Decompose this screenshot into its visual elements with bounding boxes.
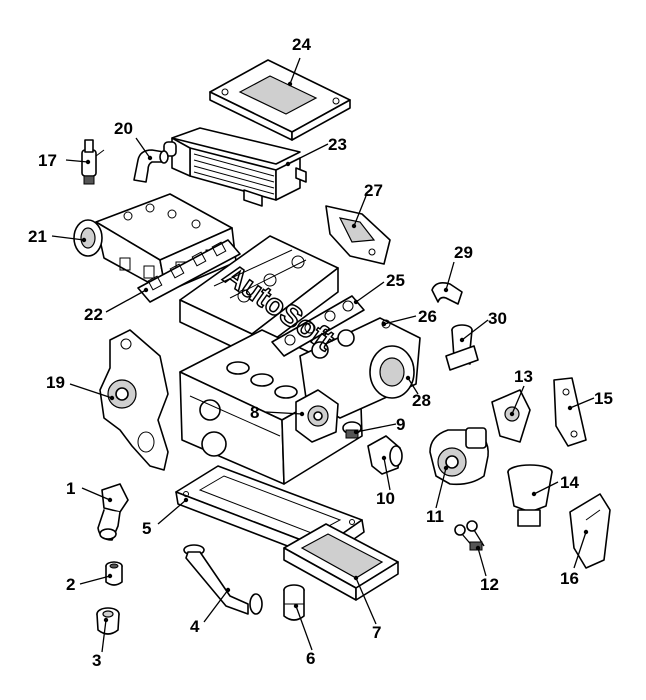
leader-2 <box>79 575 111 585</box>
part-12-fittings <box>454 520 485 551</box>
callout-27: 27 <box>364 181 383 200</box>
leader-9 <box>355 423 397 433</box>
callout-10: 10 <box>376 489 395 508</box>
leader-6 <box>295 605 313 651</box>
leader-24 <box>289 57 301 85</box>
leader-26 <box>383 315 417 325</box>
leader-5 <box>157 499 187 525</box>
part-8-water-pump <box>295 389 339 443</box>
leader-19 <box>69 383 113 399</box>
callout-1: 1 <box>66 479 75 498</box>
leader-4 <box>203 589 229 623</box>
callout-21: 21 <box>28 227 47 246</box>
part-26-exhaust-manifold <box>299 317 421 419</box>
callout-6: 6 <box>306 649 315 668</box>
callout-12: 12 <box>480 575 499 594</box>
part-2-bushing <box>105 561 123 586</box>
part-6-sensor <box>283 584 305 621</box>
part-15-heat-plate <box>553 377 587 447</box>
callout-3: 3 <box>92 651 101 670</box>
leader-23 <box>287 143 329 165</box>
callout-7: 7 <box>372 623 381 642</box>
leader-20 <box>135 137 151 159</box>
callout-16: 16 <box>560 569 579 588</box>
part-19-timing-cover <box>99 329 169 471</box>
part-25-exhaust-gasket <box>271 295 365 357</box>
callout-15: 15 <box>594 389 613 408</box>
leader-22 <box>105 289 147 313</box>
part-13-bracket <box>491 389 531 443</box>
callout-26: 26 <box>418 307 437 326</box>
leader-1 <box>81 487 111 501</box>
callout-23: 23 <box>328 135 347 154</box>
callout-19: 19 <box>46 373 65 392</box>
part-30-pipe <box>445 324 479 371</box>
part-23-intercooler <box>163 127 307 207</box>
part-7-tray <box>283 523 399 601</box>
callout-29: 29 <box>454 243 473 262</box>
part-27-heat-shield <box>325 205 391 265</box>
part-14-filter-housing <box>507 464 553 527</box>
leader-lines <box>51 57 595 653</box>
part-3-cap <box>96 607 120 635</box>
leader-10 <box>383 457 391 491</box>
leader-21 <box>51 235 85 241</box>
part-1-pump <box>97 483 129 541</box>
leader-12 <box>477 547 487 577</box>
leader-8 <box>265 411 303 415</box>
callout-11: 11 <box>426 507 444 526</box>
part-9-thermostat <box>342 421 362 439</box>
part-4-dipstick-tube <box>183 544 263 615</box>
leader-14 <box>533 481 559 495</box>
part-24-cover-plate <box>209 59 351 141</box>
callout-17: 17 <box>38 151 57 170</box>
leader-17 <box>65 159 89 163</box>
callout-9: 9 <box>396 415 405 434</box>
callout-20: 20 <box>114 119 133 138</box>
leader-30 <box>461 319 489 341</box>
callout-25: 25 <box>386 271 405 290</box>
callout-labels: 24 20 17 23 21 27 22 29 25 26 30 19 13 2… <box>28 35 613 670</box>
part-11-turbocharger <box>429 427 489 486</box>
callout-13: 13 <box>514 367 533 386</box>
leader-dots <box>81 81 589 623</box>
leader-7 <box>355 577 377 625</box>
part-17-sensor <box>81 139 105 185</box>
leader-3 <box>101 619 107 653</box>
leader-28 <box>407 377 419 395</box>
leader-27 <box>353 195 367 227</box>
part-16-bracket <box>569 493 611 569</box>
callout-14: 14 <box>560 473 579 492</box>
part-29-hose <box>431 282 463 305</box>
leader-11 <box>435 467 447 509</box>
part-20-hose <box>133 149 169 183</box>
callout-28: 28 <box>412 391 431 410</box>
callout-5: 5 <box>142 519 151 538</box>
part-10-housing <box>367 435 403 475</box>
leader-25 <box>355 281 385 303</box>
callout-22: 22 <box>84 305 103 324</box>
callout-30: 30 <box>488 309 507 328</box>
leader-13 <box>511 385 525 415</box>
callout-2: 2 <box>66 575 75 594</box>
callout-4: 4 <box>190 617 200 636</box>
callout-8: 8 <box>250 403 259 422</box>
leader-15 <box>569 397 595 409</box>
callout-24: 24 <box>292 35 311 54</box>
leader-29 <box>445 261 455 291</box>
part-22-gasket <box>137 239 241 303</box>
cylinder-head <box>179 235 339 357</box>
leader-16 <box>573 531 587 569</box>
